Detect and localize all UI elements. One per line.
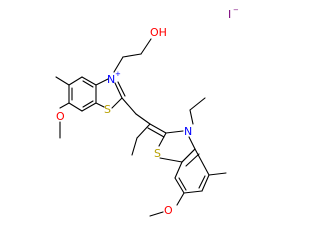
bond	[185, 153, 200, 167]
upper-methoxy-oxygen-label: O	[56, 110, 65, 123]
bond	[111, 97, 123, 109]
bond	[121, 97, 137, 115]
iodide-label: I	[228, 8, 231, 21]
bond	[136, 123, 151, 139]
hydroxyl-label: OH	[150, 26, 167, 39]
cationic-nitrogen-label: N	[107, 73, 115, 86]
upper-sulfur-label: S	[104, 103, 111, 116]
bond	[131, 137, 138, 156]
bond	[82, 80, 94, 88]
bond	[189, 109, 194, 125]
bond	[140, 38, 152, 55]
bond	[208, 172, 227, 176]
bond	[68, 102, 83, 112]
bond	[198, 175, 206, 189]
bond	[95, 78, 109, 86]
bond	[81, 102, 97, 112]
bond	[117, 81, 126, 97]
bond	[82, 100, 94, 108]
bond	[174, 161, 183, 179]
bonds	[55, 38, 227, 217]
bond	[149, 211, 164, 217]
bond	[81, 76, 97, 86]
bond	[183, 190, 203, 194]
bond	[174, 177, 185, 194]
iodide-charge: −	[233, 6, 239, 14]
bond	[181, 148, 196, 163]
bond	[114, 82, 123, 99]
lower-nitrogen-label: N	[184, 125, 192, 138]
bond	[158, 132, 167, 147]
lower-sulfur-label: S	[154, 147, 161, 160]
lower-methoxy-oxygen-label: O	[164, 204, 173, 217]
bond	[188, 136, 196, 150]
bond	[176, 192, 185, 206]
nitrogen-charge: +	[115, 70, 121, 78]
bond	[135, 113, 151, 125]
bond	[68, 76, 83, 86]
bond	[189, 97, 206, 111]
bond	[95, 102, 105, 108]
bond	[194, 148, 210, 176]
bond	[59, 102, 70, 109]
bond	[165, 130, 184, 134]
bond	[122, 53, 142, 58]
bond	[178, 177, 187, 191]
bond	[147, 127, 165, 138]
bond	[113, 56, 124, 73]
bond	[149, 123, 167, 134]
bond	[159, 157, 183, 163]
chemical-structure: I − OH N + S O S N O	[55, 6, 239, 217]
bond	[201, 174, 210, 192]
bond	[55, 76, 70, 86]
